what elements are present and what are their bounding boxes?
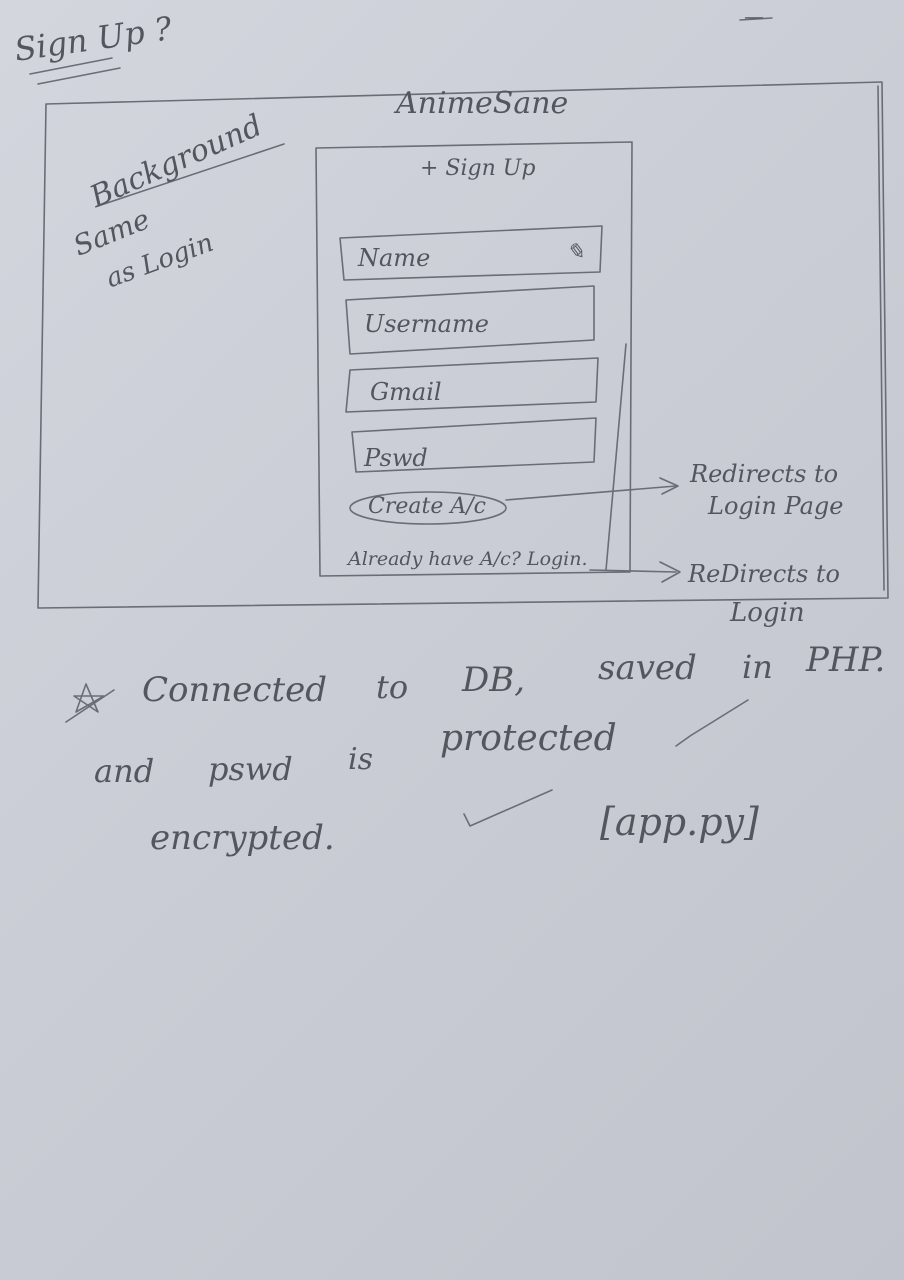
screen-frame-edge [877, 85, 885, 591]
create-account-button[interactable]: Create A/c [368, 494, 486, 519]
note-to: to [376, 668, 409, 706]
name-field[interactable]: Name [358, 244, 431, 272]
name-field-box [339, 225, 603, 281]
top-dash [739, 17, 773, 21]
create-redirect-note-line1: Redirects to [690, 460, 839, 488]
gmail-field[interactable]: Gmail [370, 378, 442, 406]
create-arrow [505, 485, 677, 501]
note-connected: Connected [142, 670, 327, 710]
create-button-oval [349, 491, 507, 525]
note-in: in [742, 648, 773, 686]
form-heading: + Sign Up [420, 156, 536, 181]
create-redirect-note-line2: Login Page [708, 492, 844, 520]
pencil-icon: ✎ [566, 240, 585, 265]
note-is: is [348, 742, 373, 777]
note-and: and [94, 752, 155, 790]
screen-frame [37, 81, 889, 609]
login-redirect-note-line1: ReDirects to [688, 560, 840, 588]
app-title: AnimeSane [396, 86, 569, 121]
card-inner-edge [605, 343, 627, 571]
note-encrypted: encrypted. [150, 818, 335, 858]
star-strike [65, 689, 115, 723]
login-arrowhead [659, 561, 681, 583]
title-underline-2 [37, 67, 121, 85]
username-field-box [345, 285, 595, 355]
check-mark-2 [463, 789, 553, 827]
username-field[interactable]: Username [364, 310, 489, 338]
note-protected: protected [440, 718, 617, 759]
login-link[interactable]: Already have A/c? Login. [348, 548, 588, 570]
star-mark [73, 683, 105, 713]
card-frame [315, 141, 633, 577]
title-underline [29, 57, 113, 75]
note-file-ref: [app.py] [600, 800, 759, 844]
note-pswd: pswd [208, 750, 293, 788]
login-redirect-note-line2: Login [730, 598, 805, 628]
gmail-field-box [345, 357, 599, 413]
pswd-field-box [351, 417, 597, 473]
note-saved: saved [598, 648, 697, 688]
note-php: PHP. [806, 640, 886, 680]
top-mark: — [744, 4, 764, 28]
create-arrowhead [659, 477, 679, 495]
note-db: DB, [462, 660, 526, 700]
login-arrow [589, 569, 677, 573]
check-mark-1 [675, 699, 749, 747]
pswd-field[interactable]: Pswd [364, 444, 428, 472]
background-underline [97, 143, 285, 207]
